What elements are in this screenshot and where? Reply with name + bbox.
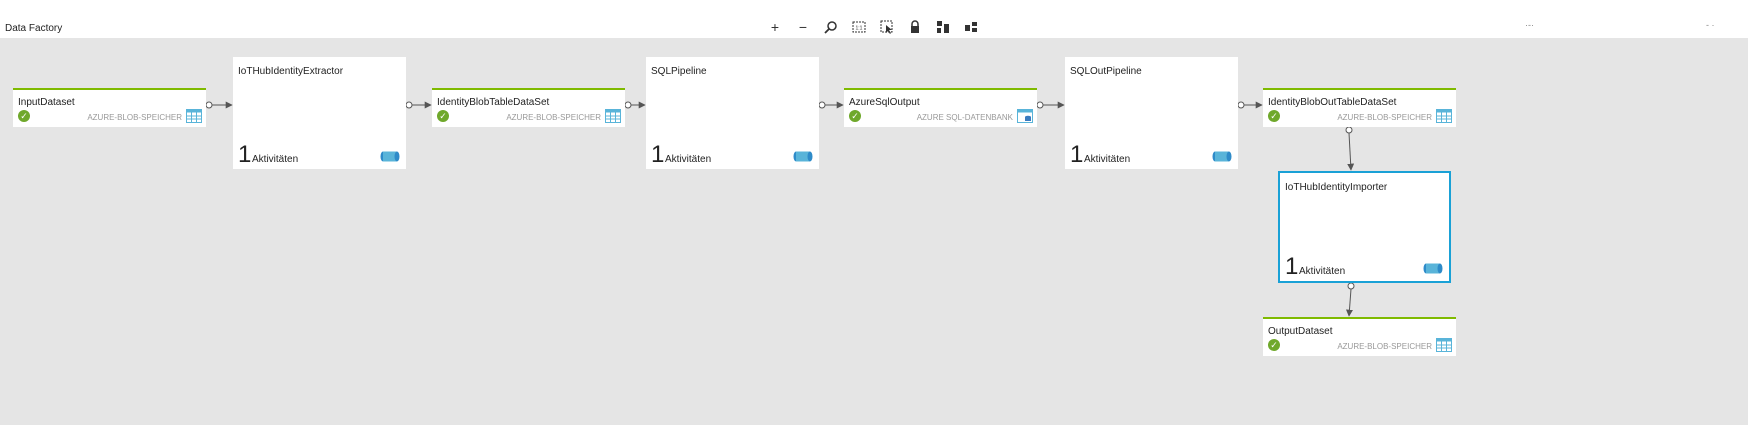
arrange-icon: [964, 20, 978, 34]
layout-button[interactable]: [934, 18, 952, 36]
diagram-toolbar: + − 1:1: [766, 16, 980, 38]
pipeline-icon: [380, 149, 400, 162]
corner-mark-2: - ·: [1706, 20, 1715, 30]
succeeded-check-icon: ✓: [1268, 339, 1280, 351]
lock-button[interactable]: [906, 18, 924, 36]
dataset-type: AZURE-BLOB-SPEICHER: [506, 113, 601, 122]
pipeline-name: SQLPipeline: [651, 66, 707, 77]
link-start-port[interactable]: [405, 101, 413, 109]
succeeded-check-icon: ✓: [849, 110, 861, 122]
pipeline-icon: [1212, 149, 1232, 162]
pipeline-name: IoTHubIdentityExtractor: [238, 66, 344, 77]
dataset-node[interactable]: AzureSqlOutput ✓ AZURE SQL-DATENBANK: [844, 88, 1037, 127]
link-start-port[interactable]: [1237, 101, 1245, 109]
dataset-type: AZURE-BLOB-SPEICHER: [87, 113, 182, 122]
arrange-button[interactable]: [962, 18, 980, 36]
blob-table-icon: [605, 109, 621, 123]
dataset-node[interactable]: InputDataset ✓ AZURE-BLOB-SPEICHER: [13, 88, 206, 127]
succeeded-check-icon: ✓: [437, 110, 449, 122]
link-arrow: [1347, 132, 1355, 171]
link-layer: [205, 101, 1355, 317]
zoom-fit-icon: [824, 20, 838, 34]
dataset-name: OutputDataset: [1268, 326, 1333, 337]
app-title: Data Factory: [5, 23, 63, 34]
dataset-type: AZURE SQL-DATENBANK: [916, 113, 1013, 122]
blob-table-icon: [1436, 338, 1452, 352]
link-arrow: [1345, 288, 1353, 317]
link-start-port[interactable]: [1036, 101, 1044, 109]
pipeline-name: IoTHubIdentityImporter: [1285, 182, 1388, 193]
top-bar: Data Factory + − 1:1 ·-· - ·: [0, 0, 1748, 38]
zoom-fit-button[interactable]: [822, 18, 840, 36]
link-start-port[interactable]: [624, 101, 632, 109]
select-icon: [880, 20, 894, 34]
dataset-name: IdentityBlobOutTableDataSet: [1268, 97, 1397, 108]
blob-table-icon: [1436, 109, 1452, 123]
blob-table-icon: [186, 109, 202, 123]
sql-database-icon: [1017, 109, 1033, 123]
zoom-100-icon: 1:1: [852, 20, 866, 34]
dataset-type: AZURE-BLOB-SPEICHER: [1337, 342, 1432, 351]
link-start-port[interactable]: [205, 101, 213, 109]
activity-count: 1: [651, 141, 665, 168]
plus-icon: +: [770, 19, 780, 35]
succeeded-check-icon: ✓: [18, 110, 30, 122]
pipeline-name: SQLOutPipeline: [1070, 66, 1142, 77]
minus-icon: −: [798, 19, 808, 35]
dataset-node[interactable]: IdentityBlobOutTableDataSet ✓ AZURE-BLOB-S…: [1263, 88, 1456, 127]
activity-label: Aktivitäten: [1299, 266, 1346, 277]
zoom-out-button[interactable]: −: [794, 18, 812, 36]
pipeline-icon: [793, 149, 813, 162]
link-start-port[interactable]: [818, 101, 826, 109]
dataset-node[interactable]: OutputDataset ✓ AZURE-BLOB-SPEICHER: [1263, 317, 1456, 356]
activity-label: Aktivitäten: [665, 154, 712, 165]
dataset-name: InputDataset: [18, 97, 75, 108]
dataset-type: AZURE-BLOB-SPEICHER: [1337, 113, 1432, 122]
link-start-port[interactable]: [1347, 282, 1355, 290]
select-button[interactable]: [878, 18, 896, 36]
layout-icon: [936, 20, 950, 34]
lock-icon: [908, 20, 922, 34]
activity-label: Aktivitäten: [1084, 154, 1131, 165]
activity-count: 1: [1070, 141, 1084, 168]
zoom-in-button[interactable]: +: [766, 18, 784, 36]
svg-text:1:1: 1:1: [856, 26, 863, 32]
activity-count: 1: [1285, 253, 1299, 280]
link-start-port[interactable]: [1345, 126, 1353, 134]
succeeded-check-icon: ✓: [1268, 110, 1280, 122]
activity-label: Aktivitäten: [252, 154, 299, 165]
zoom-100-button[interactable]: 1:1: [850, 18, 868, 36]
pipeline-icon: [1423, 261, 1443, 274]
corner-mark-1: ·-·: [1525, 20, 1534, 30]
dataset-node[interactable]: IdentityBlobTableDataSet ✓ AZURE-BLOB-SPEI…: [432, 88, 625, 127]
dataset-name: AzureSqlOutput: [849, 97, 920, 108]
dataset-name: IdentityBlobTableDataSet: [437, 97, 550, 108]
activity-count: 1: [238, 141, 252, 168]
